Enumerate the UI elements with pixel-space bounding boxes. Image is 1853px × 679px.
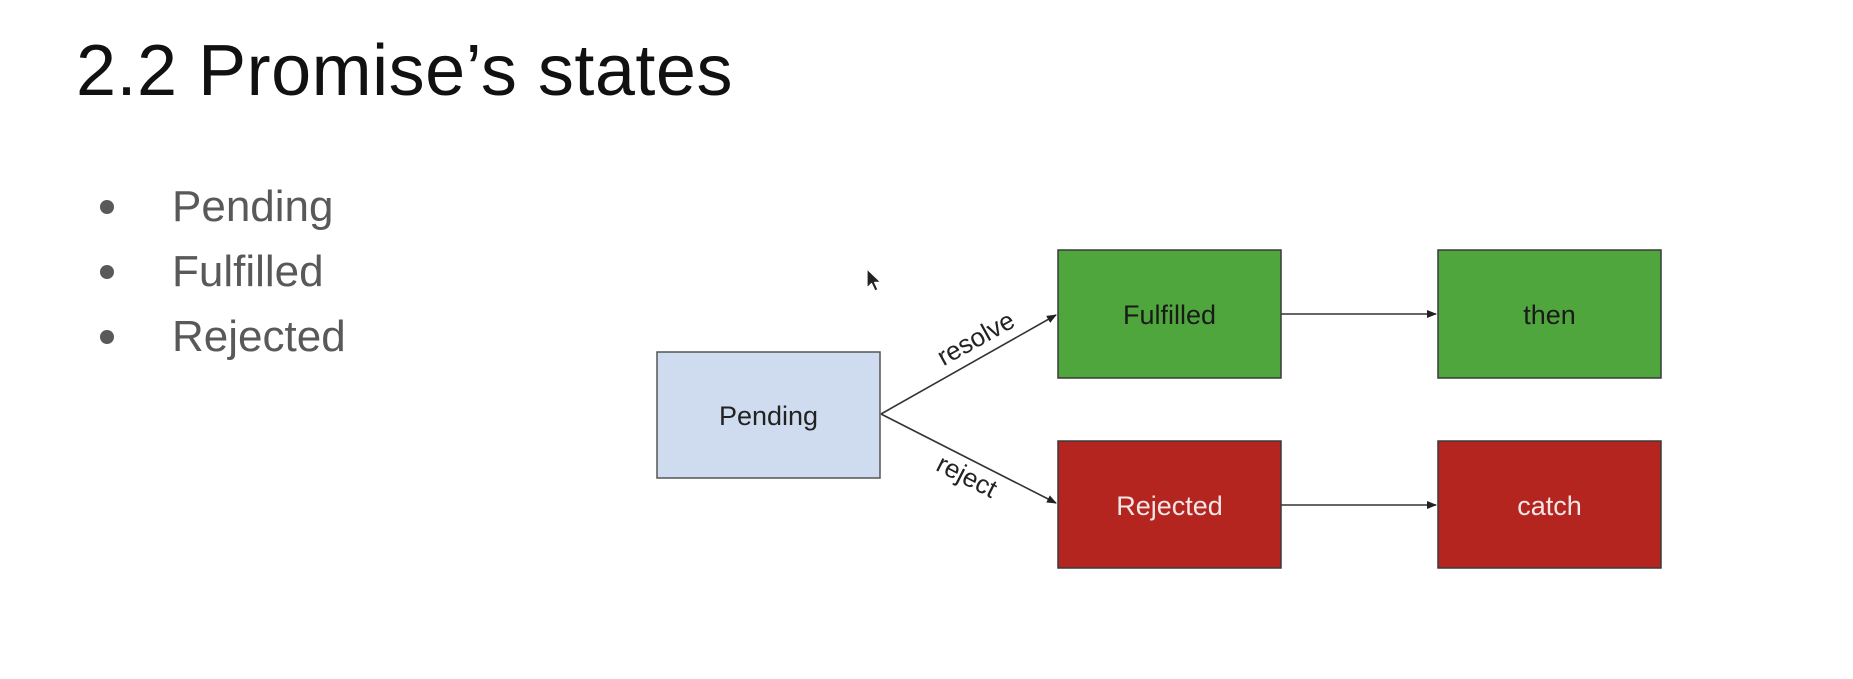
edge-reject: reject bbox=[880, 413, 1057, 504]
node-pending-box bbox=[656, 351, 881, 479]
bullet-label: Rejected bbox=[172, 312, 346, 361]
node-catch-label: catch bbox=[1517, 491, 1582, 521]
list-item: Rejected bbox=[96, 304, 346, 369]
node-rejected-label: Rejected bbox=[1116, 491, 1223, 521]
bullet-dot-icon bbox=[100, 265, 114, 279]
node-fulfilled-label: Fulfilled bbox=[1123, 300, 1216, 330]
node-then: then bbox=[1437, 249, 1662, 379]
node-rejected-box bbox=[1057, 440, 1282, 569]
edge-resolve-label: resolve bbox=[932, 305, 1020, 372]
node-fulfilled-box bbox=[1057, 249, 1282, 379]
list-item: Fulfilled bbox=[96, 239, 346, 304]
mouse-pointer-icon bbox=[866, 268, 882, 292]
edge-reject-line bbox=[880, 413, 1057, 504]
bullet-list: Pending Fulfilled Rejected bbox=[96, 174, 346, 369]
bullet-dot-icon bbox=[100, 200, 114, 214]
edge-resolve-line bbox=[880, 314, 1057, 415]
bullet-label: Pending bbox=[172, 182, 334, 231]
node-then-box bbox=[1437, 249, 1662, 379]
list-item: Pending bbox=[96, 174, 346, 239]
edge-reject-label: reject bbox=[932, 448, 1003, 504]
node-fulfilled: Fulfilled bbox=[1057, 249, 1282, 379]
node-pending-label: Pending bbox=[719, 401, 818, 431]
node-catch-box bbox=[1437, 440, 1662, 569]
bullet-label: Fulfilled bbox=[172, 247, 324, 296]
node-pending: Pending bbox=[656, 351, 881, 479]
bullet-dot-icon bbox=[100, 330, 114, 344]
edge-resolve: resolve bbox=[880, 305, 1057, 415]
node-rejected: Rejected bbox=[1057, 440, 1282, 569]
node-catch: catch bbox=[1437, 440, 1662, 569]
node-then-label: then bbox=[1523, 300, 1576, 330]
page-title: 2.2 Promise’s states bbox=[76, 31, 733, 111]
